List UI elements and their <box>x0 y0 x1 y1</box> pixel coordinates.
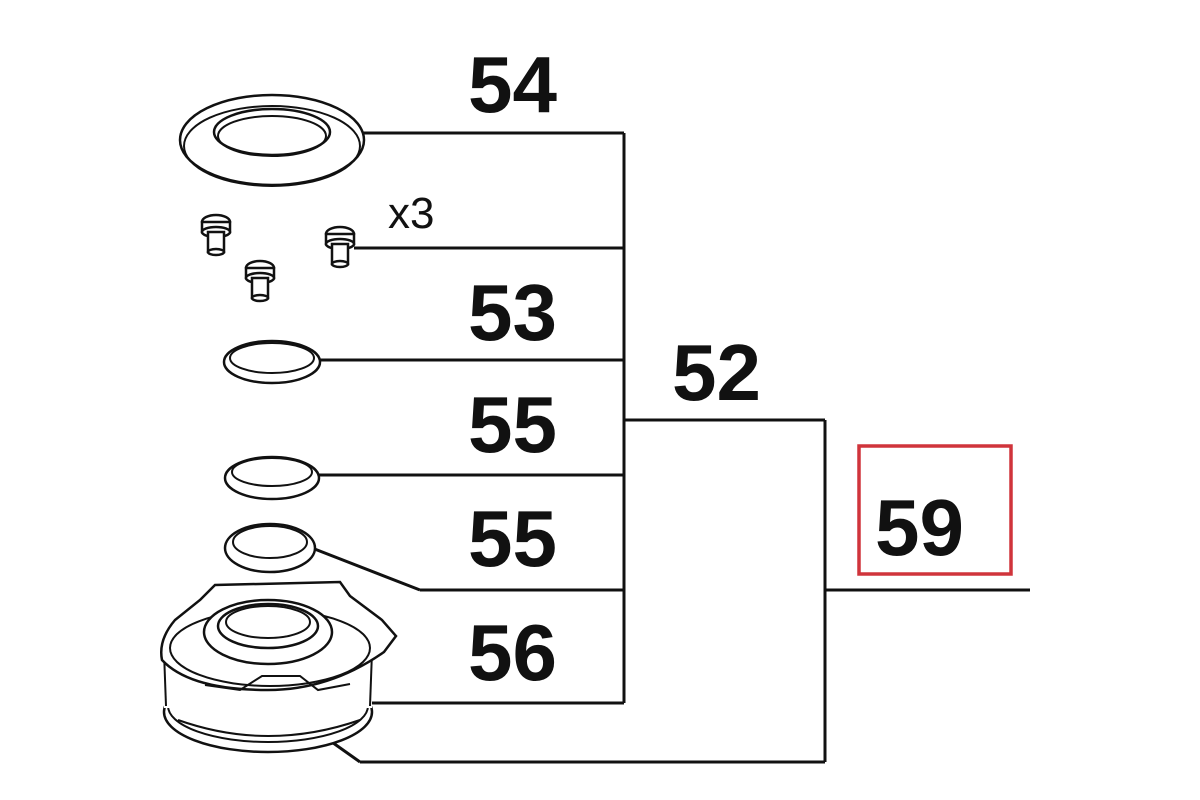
callout-seal-low: 55 <box>468 494 557 583</box>
callout-seal-top: 53 <box>468 268 557 357</box>
seal-low-part <box>223 522 317 574</box>
callout-washer-large: 54 <box>468 40 557 129</box>
seal-top-part <box>222 339 322 385</box>
washer-large-part <box>178 93 366 187</box>
callout-quantity: x3 <box>388 189 434 238</box>
seal-mid-part <box>223 455 321 501</box>
pin-part-left <box>200 213 232 257</box>
assembly-highlight-box <box>857 444 1013 576</box>
callout-seal-mid: 55 <box>468 380 557 469</box>
pin-part-right <box>324 225 356 269</box>
callout-spool: 56 <box>468 608 557 697</box>
callout-assembly: 59 <box>875 483 964 572</box>
spool-part <box>160 580 398 754</box>
pin-part-middle <box>244 259 276 303</box>
callout-kit: 52 <box>672 328 761 417</box>
